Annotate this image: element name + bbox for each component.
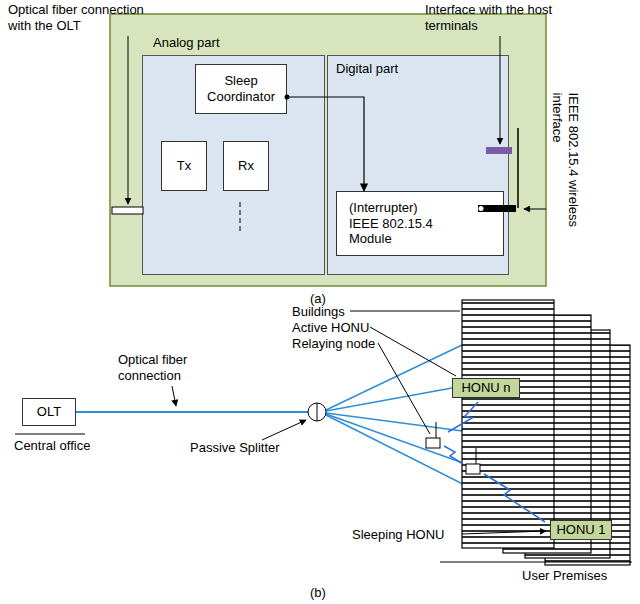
antenna bbox=[517, 128, 519, 208]
host-interface bbox=[486, 147, 512, 154]
splitter-bar bbox=[317, 403, 318, 421]
node-label: Sleep Coordinator bbox=[198, 73, 284, 104]
text-label: Passive Splitter bbox=[190, 440, 280, 456]
text-label: Central office bbox=[14, 438, 90, 454]
buildings bbox=[462, 300, 630, 565]
port-hole bbox=[479, 206, 484, 211]
text-label: Active HONU bbox=[292, 320, 369, 336]
passive-splitter bbox=[308, 403, 326, 421]
node-label: Analog part bbox=[153, 35, 220, 51]
leader-lines bbox=[172, 311, 546, 534]
rotated-label: IEEE 802.15.4 wireless interface bbox=[549, 92, 580, 242]
module-box: (Interrupter) IEEE 802.15.4 Module bbox=[336, 191, 504, 256]
text-label: (b) bbox=[310, 585, 326, 601]
wireless-links bbox=[444, 402, 545, 522]
node-label: Tx bbox=[177, 158, 191, 174]
wireless-port bbox=[478, 205, 516, 212]
honu-box: HONU n bbox=[452, 378, 520, 398]
rx-box: Rx bbox=[223, 141, 269, 191]
leader-line bbox=[500, 36, 501, 144]
leader-line bbox=[128, 36, 129, 204]
honu-box: HONU 1 bbox=[550, 520, 612, 540]
connector-dot bbox=[285, 95, 290, 100]
leader-line bbox=[524, 209, 546, 210]
signal-connector bbox=[287, 97, 364, 191]
sleep-coordinator-box: Sleep Coordinator bbox=[195, 64, 287, 114]
text-label: Buildings bbox=[292, 304, 345, 320]
digital-panel: Digital part (Interrupter) IEEE 802.15.4 … bbox=[327, 55, 509, 275]
tx-box: Tx bbox=[161, 141, 207, 191]
node-label: HONU 1 bbox=[556, 522, 605, 538]
node-label: Digital part bbox=[336, 61, 398, 77]
text-label: Interface with the host terminals bbox=[425, 2, 555, 33]
premises-line bbox=[440, 562, 632, 563]
olt-box: OLT bbox=[22, 398, 76, 426]
analog-panel: Analog partSleep CoordinatorTxRx bbox=[142, 55, 325, 275]
fiber-trunk bbox=[76, 411, 308, 413]
node-label: HONU n bbox=[461, 380, 510, 396]
office-line bbox=[15, 434, 85, 435]
device-housing bbox=[110, 14, 546, 286]
text-label: User Premises bbox=[522, 568, 607, 584]
text-label: Optical fiber connection with the OLT bbox=[8, 2, 168, 33]
text-label: Sleeping HONU bbox=[352, 527, 445, 543]
fiber-port bbox=[112, 207, 143, 214]
text-label: Optical fiber connection bbox=[118, 352, 218, 383]
node-label: (Interrupter) IEEE 802.15.4 Module bbox=[349, 200, 449, 247]
more-components bbox=[240, 202, 241, 234]
text-label: Relaying node bbox=[292, 336, 375, 352]
node-label: OLT bbox=[37, 404, 61, 420]
node-label: Rx bbox=[238, 158, 254, 174]
